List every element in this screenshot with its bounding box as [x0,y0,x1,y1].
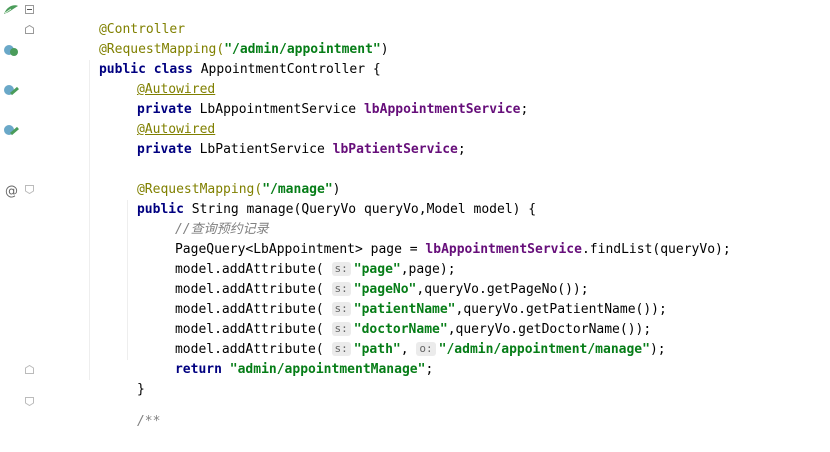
code-text: ) [332,182,341,197]
string-literal: "/admin/appointment" [224,42,381,57]
string-literal: "patientName" [353,302,456,317]
code-line: //查询预约记录 [128,200,269,237]
fold-collapse-icon[interactable] [25,397,34,406]
field-name: lbAppointmentService [425,242,582,257]
string-literal: "/admin/appointment/manage" [438,342,650,357]
code-line: @Autowired [90,100,215,137]
code-text: , [400,342,417,357]
bean-icon[interactable] [2,42,20,58]
code-text: model.addAttribute( [174,302,332,317]
code-text: ,queryVo.getPatientName()); [455,302,667,317]
keyword: public class [98,62,201,77]
string-literal: "/manage" [262,182,333,197]
code-text: PageQuery<LbAppointment> page = [174,242,426,257]
code-text: model.addAttribute( [174,342,332,357]
svg-text:@: @ [5,184,18,198]
keyword: private [136,102,200,117]
code-text: .findList(queryVo); [581,242,731,257]
code-text: ); [649,342,666,357]
code-text: } [136,382,145,397]
field-name: lbAppointmentService [363,102,521,117]
parameter-hint: s: [331,342,351,356]
code-text: model.addAttribute( [174,282,332,297]
code-line: /** [90,392,160,429]
code-text: ; [425,362,434,377]
code-line: model.addAttribute( s:"page",page); [128,240,456,277]
annotation: @Autowired [136,122,216,137]
code-line: @RequestMapping("/manage") [90,160,341,197]
fold-end-icon[interactable] [25,25,34,34]
code-text: String manage(QueryVo queryVo,Model mode… [191,202,537,217]
code-text: model.addAttribute( [174,262,332,277]
keyword: return [174,362,230,377]
code-text: model.addAttribute( [174,322,332,337]
bean-icon[interactable] [2,2,20,18]
annotation: @Controller [98,22,186,37]
code-text: LbPatientService [199,142,333,157]
code-text: LbAppointmentService [199,102,364,117]
fold-column [24,0,36,406]
code-text: ; [457,142,466,157]
indent-guide [89,60,90,380]
code-text: ,queryVo.getDoctorName()); [447,322,652,337]
code-line: @Controller [52,0,185,37]
at-sign-icon[interactable]: @ [2,182,20,198]
code-text: ,page); [400,262,456,277]
parameter-hint: s: [331,282,351,296]
bean-icon[interactable] [2,82,20,98]
code-line: public class AppointmentController { [52,40,381,77]
code-text: ; [520,102,529,117]
code-editor[interactable]: @ @Controller @RequestMapping("/admin/ap… [0,0,830,429]
fold-end-icon[interactable] [25,365,34,374]
annotation: @RequestMapping( [98,42,225,57]
string-literal: "pageNo" [353,282,417,297]
parameter-hint: s: [331,322,351,336]
code-line: public String manage(QueryVo queryVo,Mod… [90,180,536,217]
code-line: model.addAttribute( s:"path", o:"/admin/… [128,320,666,357]
string-literal: "admin/appointmentManage" [229,362,426,377]
annotation: @RequestMapping( [136,182,263,197]
code-line: @RequestMapping("/admin/appointment") [52,20,389,57]
indent-guide [127,200,128,360]
fold-collapse-icon[interactable] [25,5,34,14]
code-line: private LbAppointmentService lbAppointme… [90,80,528,117]
fold-collapse-icon[interactable] [25,185,34,194]
annotation: @Autowired [136,82,216,97]
parameter-hint: s: [331,262,351,276]
string-literal: "path" [353,342,401,357]
comment: //查询预约记录 [174,222,269,237]
code-text: ) [380,42,389,57]
code-line: return "admin/appointmentManage"; [128,340,433,377]
code-line: private LbPatientService lbPatientServic… [90,120,466,157]
code-line: model.addAttribute( s:"pageNo",queryVo.g… [128,260,589,297]
code-line: model.addAttribute( s:"doctorName",query… [128,300,651,337]
code-text: ,queryVo.getPageNo()); [416,282,589,297]
parameter-hint: o: [416,342,436,356]
bean-icon[interactable] [2,122,20,138]
field-name: lbPatientService [332,142,458,157]
code-text: AppointmentController { [200,62,381,77]
parameter-hint: s: [331,302,351,316]
code-line: } [90,360,145,397]
keyword: private [136,142,200,157]
keyword: public [136,202,192,217]
string-literal: "page" [353,262,401,277]
code-line: model.addAttribute( s:"patientName",quer… [128,280,667,317]
string-literal: "doctorName" [353,322,448,337]
code-line: PageQuery<LbAppointment> page = lbAppoin… [128,220,731,257]
editor-gutter: @ [0,0,36,405]
code-line: @Autowired [90,60,215,97]
comment: /** [136,414,161,429]
